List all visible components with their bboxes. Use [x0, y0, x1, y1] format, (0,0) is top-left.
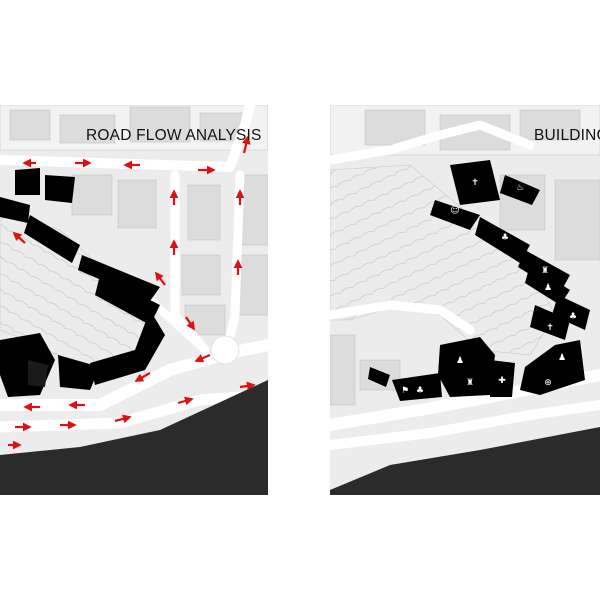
- bench-icon: ♜: [466, 378, 474, 388]
- bench-icon: ♜: [541, 266, 549, 276]
- fountain-icon: ♨: [516, 183, 524, 193]
- building-blocks: [0, 168, 165, 397]
- hospital-icon: ✚: [498, 376, 506, 386]
- flow-arrow: [12, 231, 26, 244]
- tree-icon: ♣: [416, 386, 424, 396]
- flow-arrow: [154, 271, 166, 286]
- tree-icon: ♣: [569, 312, 577, 322]
- building-map-svg: ✝ ☺ ♣ ♜ ♨ ♟ ♣ ✝ ♟ ⊕ ♟ ♜ ✚ ♣ ⚑: [330, 105, 600, 495]
- flow-arrow: [134, 372, 151, 382]
- road-flow-map-svg: [0, 105, 268, 495]
- person-icon: ☺: [450, 205, 459, 216]
- flow-arrow: [242, 135, 251, 154]
- flow-arrow: [239, 381, 256, 391]
- water-body: [0, 380, 268, 495]
- traffic-arrows: [8, 135, 256, 450]
- panel-title-road-flow: ROAD FLOW ANALYSIS: [86, 127, 262, 144]
- roundabout: [210, 335, 240, 365]
- flow-arrow: [114, 414, 132, 424]
- tree-icon: ♣: [501, 233, 509, 243]
- flow-arrow: [177, 396, 194, 406]
- building-map: ✝ ☺ ♣ ♜ ♨ ♟ ♣ ✝ ♟ ⊕ ♟ ♜ ✚ ♣ ⚑: [330, 105, 600, 495]
- church-icon: ✝: [546, 323, 554, 333]
- building-blocks: [368, 160, 590, 401]
- flow-arrow: [194, 353, 211, 363]
- water-body: [330, 427, 600, 495]
- flow-arrow: [185, 316, 195, 331]
- school-icon: ⚑: [401, 386, 409, 396]
- road-flow-map: [0, 105, 268, 495]
- church-icon: ✝: [471, 178, 479, 188]
- building-function-icons: ✝ ☺ ♣ ♜ ♨ ♟ ♣ ✝ ♟ ⊕ ♟ ♜ ✚ ♣ ⚑: [401, 178, 577, 396]
- panel-title-building: BUILDING: [534, 127, 600, 144]
- person-icon: ♟: [544, 283, 552, 293]
- person-icon: ♟: [456, 356, 464, 366]
- person-icon: ♟: [558, 353, 566, 363]
- compass-icon: ⊕: [544, 378, 552, 388]
